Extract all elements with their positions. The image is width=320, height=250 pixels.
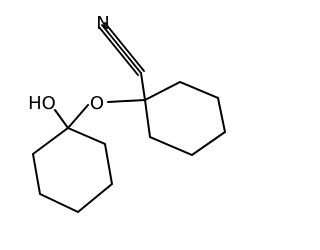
nitrogen-label: N [96, 13, 109, 34]
ether-oxygen-label: O [90, 93, 104, 114]
oxygen-to-ring-bond [67, 104, 89, 129]
hydroxyl-label: HO [28, 93, 56, 114]
nitrile-to-ring-bond [140, 72, 146, 101]
right-cyclohexane-ring [143, 80, 227, 157]
nitrile-bond-line-3 [104, 22, 145, 72]
ring-to-oxygen-bond [107, 99, 146, 103]
left-cyclohexane-ring [31, 126, 114, 214]
hydroxyl-bond [54, 109, 69, 129]
nitrile-bond-line-2 [101, 24, 142, 74]
nitrile-group [98, 22, 145, 76]
nitrile-bond-line-1 [98, 26, 139, 76]
chemical-structure: N O HO [28, 13, 227, 214]
